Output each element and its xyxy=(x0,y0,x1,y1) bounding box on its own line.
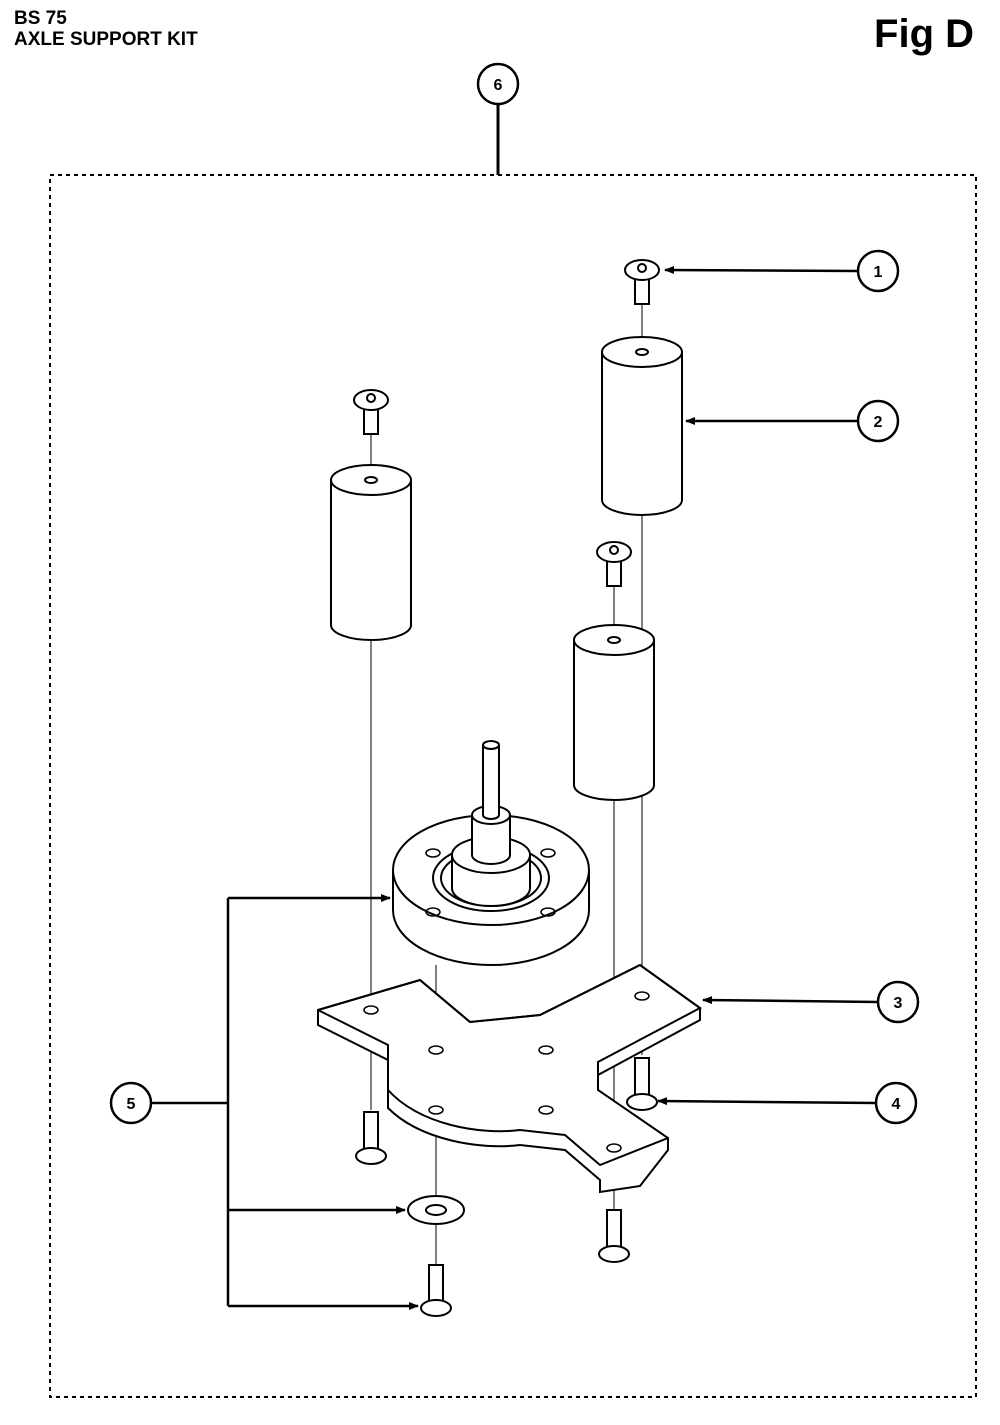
screw-top-left xyxy=(353,389,389,435)
header-block: BS 75 AXLE SUPPORT KIT xyxy=(14,8,198,50)
screw-bottom-middle xyxy=(598,1209,630,1263)
callout-2-label: 2 xyxy=(874,414,883,431)
kit-title: AXLE SUPPORT KIT xyxy=(14,29,198,50)
spacer-middle xyxy=(573,624,655,801)
kit-border xyxy=(49,174,977,1398)
callout-3: 3 xyxy=(876,980,920,1024)
model-name: BS 75 xyxy=(14,8,67,29)
spacer-right xyxy=(601,336,683,516)
figure-label: Fig D xyxy=(874,12,974,56)
screw-top-right xyxy=(624,259,660,305)
callout-6-label: 6 xyxy=(494,77,503,94)
callout-1-label: 1 xyxy=(874,264,883,281)
screw-bottom-right-4 xyxy=(626,1057,658,1111)
screw-top-middle xyxy=(596,541,632,587)
callout-3-label: 3 xyxy=(894,995,903,1012)
callout-2: 2 xyxy=(856,399,900,443)
screw-bottom-left xyxy=(355,1111,387,1165)
callout-4: 4 xyxy=(874,1081,918,1125)
callout-leaders xyxy=(152,266,879,1310)
mounting-plate xyxy=(317,963,702,1194)
callout-6: 6 xyxy=(476,62,520,106)
bearing-housing xyxy=(392,740,590,966)
spacer-left xyxy=(330,464,412,641)
washer xyxy=(407,1195,465,1225)
callout-1: 1 xyxy=(856,249,900,293)
callout-4-label: 4 xyxy=(892,1096,901,1113)
callout-5-label: 5 xyxy=(127,1096,136,1113)
bolt-bottom xyxy=(420,1264,452,1317)
callout-5: 5 xyxy=(109,1081,153,1125)
